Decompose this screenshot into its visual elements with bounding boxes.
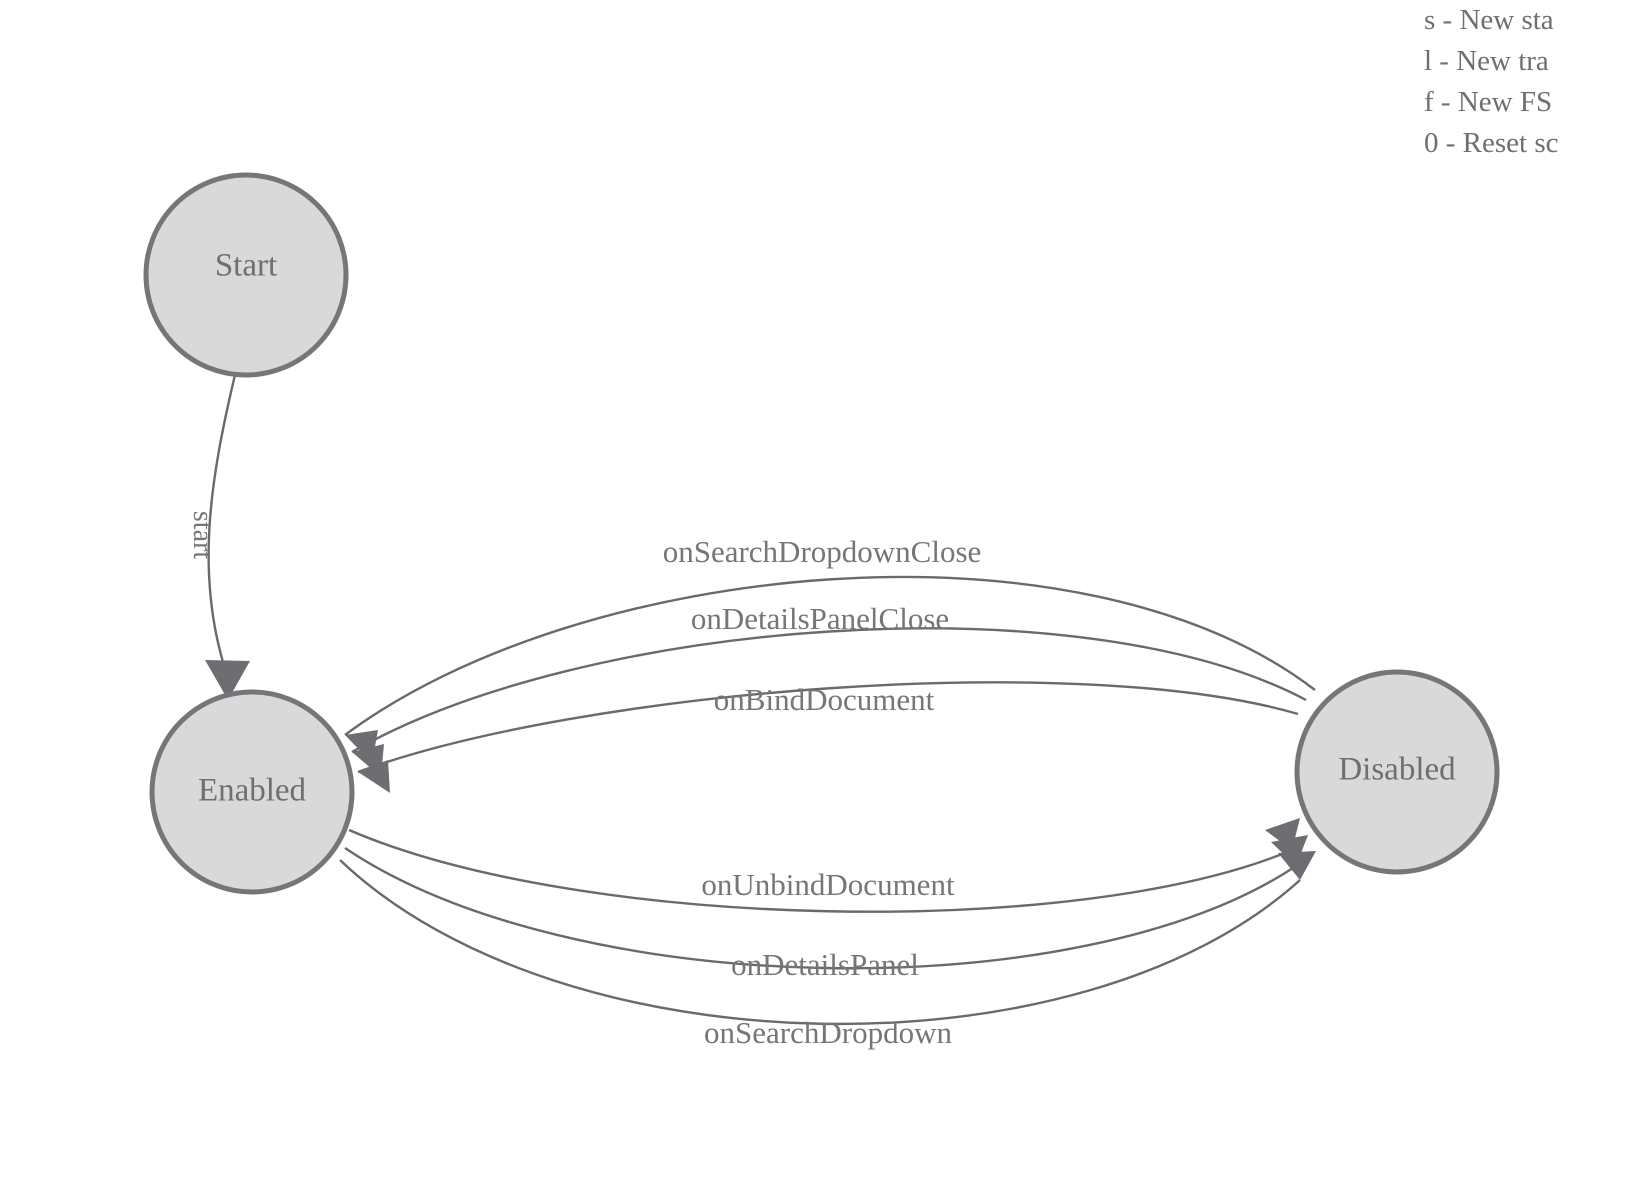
transition-onSearchDropdown[interactable]: onSearchDropdown	[339, 851, 1316, 1050]
transition-onSearchDropdown-path[interactable]	[339, 859, 1301, 1026]
transition-onDetailsPanel[interactable]: onDetailsPanel	[344, 835, 1308, 982]
transition-onBindDocument[interactable]: onBindDocument	[357, 681, 1299, 793]
state-enabled-circle[interactable]	[149, 689, 355, 895]
transition-onBindDocument-arrowhead	[358, 760, 390, 793]
transition-onBindDocument-path[interactable]	[357, 681, 1299, 774]
state-node-enabled[interactable]: Enabled	[149, 689, 355, 895]
transition-onSearchDropdown-label: onSearchDropdown	[704, 1015, 952, 1050]
transition-onBindDocument-label: onBindDocument	[714, 682, 935, 717]
transition-onSearchDropdownClose-path[interactable]	[344, 575, 1316, 736]
transition-onUnbindDocument-path[interactable]	[348, 828, 1293, 913]
transition-onDetailsPanelClose[interactable]: onDetailsPanelClose	[351, 601, 1307, 777]
transition-start-label: start	[187, 511, 218, 559]
transition-start[interactable]: start	[187, 374, 250, 700]
transition-onDetailsPanelClose-arrowhead	[352, 744, 384, 777]
transition-onDetailsPanelClose-path[interactable]	[351, 627, 1307, 754]
transition-onDetailsPanel-label: onDetailsPanel	[731, 947, 919, 982]
transition-start-path[interactable]	[207, 374, 237, 673]
state-start-circle[interactable]	[143, 172, 349, 378]
transition-onUnbindDocument-arrowhead	[1265, 818, 1300, 850]
transition-onDetailsPanelClose-label: onDetailsPanelClose	[691, 601, 949, 636]
state-node-start[interactable]: Start	[143, 172, 349, 378]
transition-onUnbindDocument-label: onUnbindDocument	[701, 867, 955, 902]
state-start-label: Start	[215, 248, 277, 284]
transition-onSearchDropdownClose-label: onSearchDropdownClose	[663, 534, 982, 569]
state-disabled-circle[interactable]	[1294, 669, 1500, 875]
transition-start-arrowhead	[205, 660, 250, 700]
canvas-corner-handle[interactable]	[1601, 1172, 1632, 1204]
transition-onSearchDropdownClose-arrowhead	[345, 730, 378, 763]
transition-onSearchDropdownClose[interactable]: onSearchDropdownClose	[344, 534, 1316, 763]
state-enabled-label: Enabled	[198, 773, 307, 809]
transition-onSearchDropdown-arrowhead	[1278, 851, 1316, 880]
transition-onDetailsPanel-path[interactable]	[344, 847, 1297, 970]
transition-onUnbindDocument[interactable]: onUnbindDocument	[348, 818, 1300, 913]
state-node-disabled[interactable]: Disabled	[1294, 669, 1500, 875]
state-disabled-label: Disabled	[1338, 752, 1456, 788]
